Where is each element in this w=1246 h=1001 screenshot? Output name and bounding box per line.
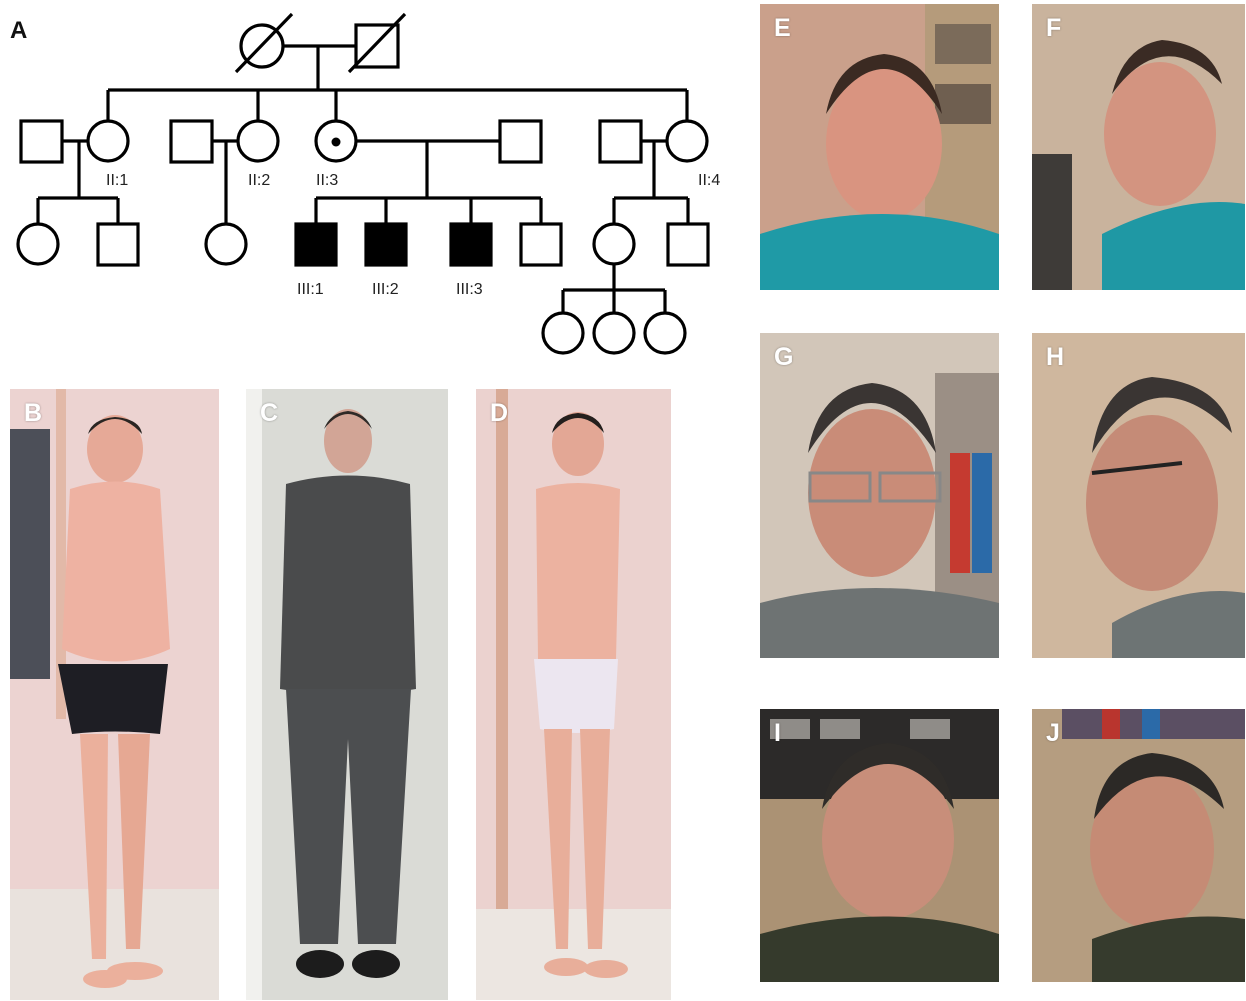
label-ii-4: II:4	[698, 172, 720, 189]
patient-full-body-front-illustration	[246, 389, 448, 1000]
individual-iii-2-affected	[364, 222, 408, 267]
photo-panel-b: B	[10, 389, 219, 1000]
gen3-female	[592, 222, 636, 266]
patient-face-frontal-illustration	[760, 333, 999, 658]
label-ii-1: II:1	[106, 172, 128, 189]
gen2-spouse-male	[598, 119, 643, 164]
individual-ii-2	[236, 119, 280, 163]
deceased-slash	[347, 12, 407, 74]
photo-panel-j: J	[1032, 709, 1245, 982]
panel-label-i: I	[774, 719, 781, 747]
panel-label-a: A	[10, 17, 27, 44]
panel-label-h: H	[1046, 343, 1065, 371]
patient-face-frontal-illustration	[760, 4, 999, 290]
label-iii-3: III:3	[456, 281, 483, 298]
panel-label-j: J	[1046, 719, 1060, 747]
gen4-female	[541, 311, 585, 355]
individual-iii-1-affected	[294, 222, 338, 267]
photo-panel-c: C	[246, 389, 448, 1000]
patient-full-body-side-illustration	[10, 389, 219, 1000]
label-ii-2: II:2	[248, 172, 270, 189]
gen3-male	[666, 222, 710, 267]
patient-face-profile-illustration	[1032, 333, 1245, 658]
pedigree-chart: A II:1 II:2 II:3 III:1 III:2 III:3	[10, 12, 720, 355]
photo-panel-g: G	[760, 333, 999, 658]
gen3-female	[16, 222, 60, 266]
patient-face-frontal-illustration	[760, 709, 999, 982]
label-ii-3: II:3	[316, 172, 338, 189]
individual-ii-4	[665, 119, 709, 163]
panel-label-d: D	[490, 399, 509, 427]
individual-ii-1	[86, 119, 130, 163]
gen2-spouse-male	[19, 119, 64, 164]
label-iii-1: III:1	[297, 281, 324, 298]
gen4-female	[592, 311, 636, 355]
gen3-male	[519, 222, 563, 267]
panel-label-g: G	[774, 343, 794, 371]
deceased-slash	[234, 12, 294, 74]
photo-panel-f: F	[1032, 4, 1245, 290]
panel-label-e: E	[774, 14, 791, 42]
photo-panel-d: D	[476, 389, 671, 1000]
gen3-male	[96, 222, 140, 267]
photo-panel-i: I	[760, 709, 999, 982]
photo-panel-h: H	[1032, 333, 1245, 658]
panel-label-c: C	[260, 399, 279, 427]
gen2-spouse-male	[169, 119, 214, 164]
photo-panel-e: E	[760, 4, 999, 290]
patient-face-profile-illustration	[1032, 4, 1245, 290]
panel-label-b: B	[24, 399, 43, 427]
gen1-father-deceased	[354, 23, 400, 69]
individual-iii-3-affected	[449, 222, 493, 267]
label-iii-2: III:2	[372, 281, 399, 298]
gen2-spouse-male	[498, 119, 543, 164]
patient-face-profile-illustration	[1032, 709, 1245, 982]
gen3-female	[204, 222, 248, 266]
carrier-dot	[331, 137, 341, 147]
patient-full-body-back-illustration	[476, 389, 671, 1000]
gen4-female	[643, 311, 687, 355]
panel-label-f: F	[1046, 14, 1062, 42]
